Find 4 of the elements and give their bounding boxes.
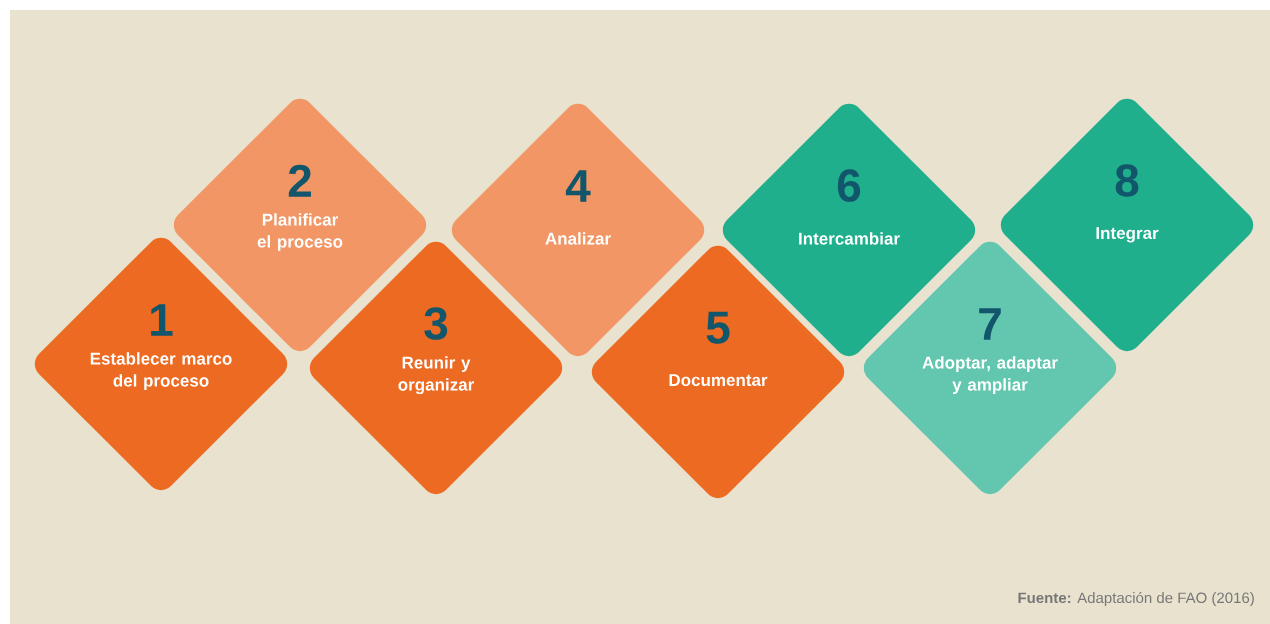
puzzle-piece: 4 Analizar <box>451 103 705 357</box>
puzzle-piece: 8 Integrar <box>1000 98 1254 352</box>
source-caption: Fuente: Adaptación de FAO (2016) <box>1018 591 1254 607</box>
puzzle-piece: 5 Documentar <box>591 245 845 499</box>
